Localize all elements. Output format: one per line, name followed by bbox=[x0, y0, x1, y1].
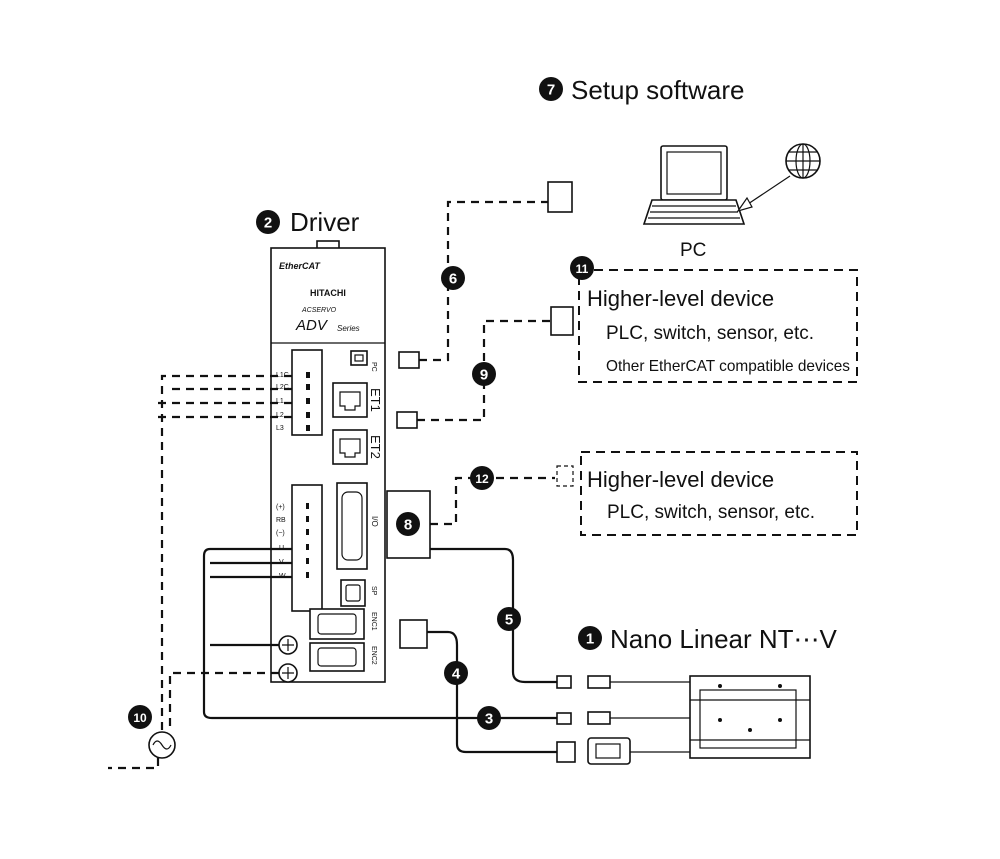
device-11-line2: Other EtherCAT compatible devices bbox=[606, 358, 850, 375]
badge-1 bbox=[578, 626, 602, 650]
pin-l1: L1 bbox=[276, 398, 284, 405]
stage-body bbox=[689, 675, 811, 759]
stage-label: Nano Linear NT⋯V bbox=[610, 624, 838, 654]
badge-8-number: 8 bbox=[404, 517, 412, 534]
cable-5-sensor: 5 bbox=[430, 547, 572, 689]
encoder-connector bbox=[587, 737, 631, 765]
port-pc-label: PC bbox=[370, 362, 377, 372]
driver-title: 2 Driver bbox=[256, 207, 360, 237]
motor-connector bbox=[587, 711, 611, 725]
badge-1-number: 1 bbox=[586, 631, 594, 648]
cable-4-encoder: 4 bbox=[399, 619, 576, 763]
badge-9-number: 9 bbox=[480, 367, 488, 384]
port-enc2-label: ENC2 bbox=[370, 646, 377, 665]
higher-level-device-12: Higher-level device PLC, switch, sensor,… bbox=[580, 451, 858, 536]
driver-label: Driver bbox=[290, 207, 360, 237]
ethercat-logo: EtherCAT bbox=[279, 261, 321, 271]
port-sp-label: SP bbox=[370, 586, 377, 596]
badge-12-number: 12 bbox=[475, 472, 489, 486]
pin-minus: (−) bbox=[276, 530, 285, 537]
pin-l2: L2 bbox=[276, 412, 284, 419]
pin-l2c: L2C bbox=[276, 384, 289, 391]
device-12-title: Higher-level device bbox=[587, 467, 774, 492]
io-breakout-8: 8 bbox=[386, 490, 431, 559]
pin-plus: (+) bbox=[276, 504, 285, 511]
stage-title: 1 Nano Linear NT⋯V bbox=[578, 624, 838, 654]
device-11-line1: PLC, switch, sensor, etc. bbox=[606, 323, 814, 344]
badge-11-number: 11 bbox=[576, 262, 589, 276]
badge-11 bbox=[570, 256, 594, 280]
pin-l1c: L1C bbox=[276, 372, 289, 379]
badge-4-number: 4 bbox=[452, 666, 461, 683]
series-label: Series bbox=[337, 324, 360, 333]
power-terminal-block bbox=[291, 349, 323, 436]
setup-software-title: 7 Setup software bbox=[539, 75, 744, 105]
badge-3-number: 3 bbox=[485, 711, 493, 728]
port-et1-label: ET1 bbox=[368, 388, 383, 412]
higher-level-device-11: 11 Higher-level device PLC, switch, sens… bbox=[570, 256, 858, 383]
et1-port bbox=[332, 382, 368, 418]
badge-2 bbox=[256, 210, 280, 234]
power-pin-labels: L1C L2C L1 L2 L3 bbox=[276, 372, 289, 432]
device-11-title: Higher-level device bbox=[587, 286, 774, 311]
sp-connector bbox=[340, 579, 366, 607]
badge-6-number: 6 bbox=[449, 271, 457, 288]
model-label: ADV bbox=[295, 317, 329, 334]
maker-label: HITACHI bbox=[310, 288, 346, 298]
power-supply-10: 10 bbox=[108, 374, 292, 770]
port-enc1-label: ENC1 bbox=[370, 612, 377, 631]
badge-2-number: 2 bbox=[264, 215, 272, 232]
pin-l3: L3 bbox=[276, 425, 284, 432]
product-line-label: ACSERVO bbox=[301, 307, 337, 314]
nano-linear-stage bbox=[587, 675, 811, 765]
badge-7 bbox=[539, 77, 563, 101]
setup-software-label: Setup software bbox=[571, 75, 744, 105]
et2-port bbox=[332, 429, 368, 465]
badge-5-number: 5 bbox=[505, 612, 513, 629]
usb-port bbox=[350, 350, 368, 366]
cable-9-ethercat: 9 bbox=[396, 306, 574, 429]
badge-10-number: 10 bbox=[133, 711, 147, 725]
port-et2-label: ET2 bbox=[368, 435, 383, 459]
cable-12-io: 12 bbox=[430, 465, 574, 526]
motor-pin-holes bbox=[306, 503, 309, 578]
device-12-line1: PLC, switch, sensor, etc. bbox=[607, 502, 815, 523]
sensor-connector bbox=[587, 675, 611, 689]
internet-arrow bbox=[736, 175, 791, 213]
port-io-label: I/O bbox=[370, 516, 379, 527]
cable-3-motor: 3 bbox=[202, 547, 572, 730]
servo-driver: EtherCAT HITACHI ACSERVO ADV Series L1C … bbox=[270, 240, 386, 683]
pin-rb: RB bbox=[276, 517, 286, 524]
badge-7-number: 7 bbox=[547, 82, 555, 99]
laptop-icon bbox=[642, 145, 746, 225]
globe-icon bbox=[785, 143, 821, 179]
cable-6-pc: 6 bbox=[398, 181, 573, 369]
pc-label: PC bbox=[680, 240, 706, 261]
power-pin-holes bbox=[306, 372, 310, 431]
